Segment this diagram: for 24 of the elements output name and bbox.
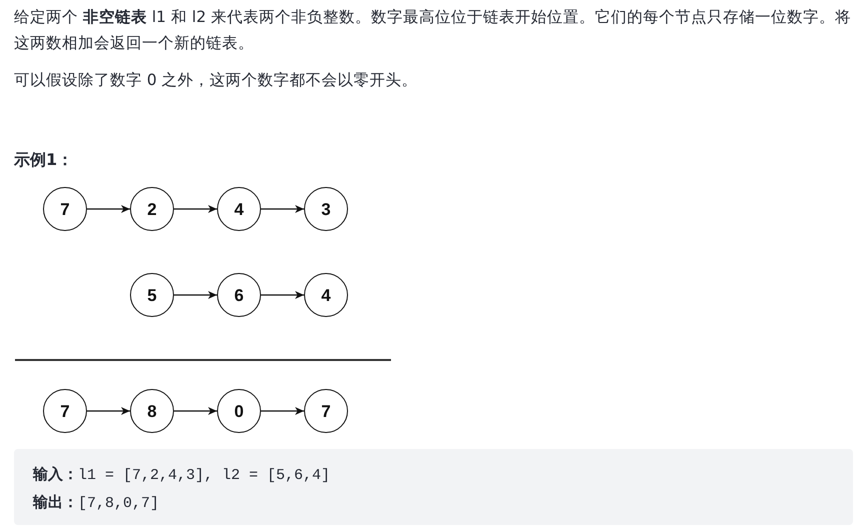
description-text: 给定两个 非空链表 l1 和 l2 来代表两个非负整数。数字最高位位于链表开始位置。它们的每个节点只存储一位数字。将这两数相加会返回一个新的链表。 [14,7,852,54]
list-node-circle: 8 [130,389,174,433]
example-heading: 示例1： [14,149,74,171]
arrow [261,407,304,415]
list-node-circle: 4 [304,273,348,317]
arrow [87,205,130,213]
arrow [174,407,217,415]
list-node-circle: 5 [130,273,174,317]
list-node-circle: 7 [43,389,87,433]
list-node-circle: 0 [217,389,261,433]
code-line: 输出：[7,8,0,7] [33,492,160,514]
list-node-circle: 6 [217,273,261,317]
list-node-circle: 4 [217,187,261,231]
arrow [174,291,217,299]
arrow [87,407,130,415]
list-node-circle: 7 [304,389,348,433]
arrow [174,205,217,213]
list-node-circle: 2 [130,187,174,231]
arrow [261,291,304,299]
code-line: 输入：l1 = [7,2,4,3], l2 = [5,6,4] [33,464,330,486]
description-text: 可以假设除了数字 0 之外，这两个数字都不会以零开头。 [14,70,418,91]
arrow [261,205,304,213]
list-node-circle: 3 [304,187,348,231]
list-node-circle: 7 [43,187,87,231]
